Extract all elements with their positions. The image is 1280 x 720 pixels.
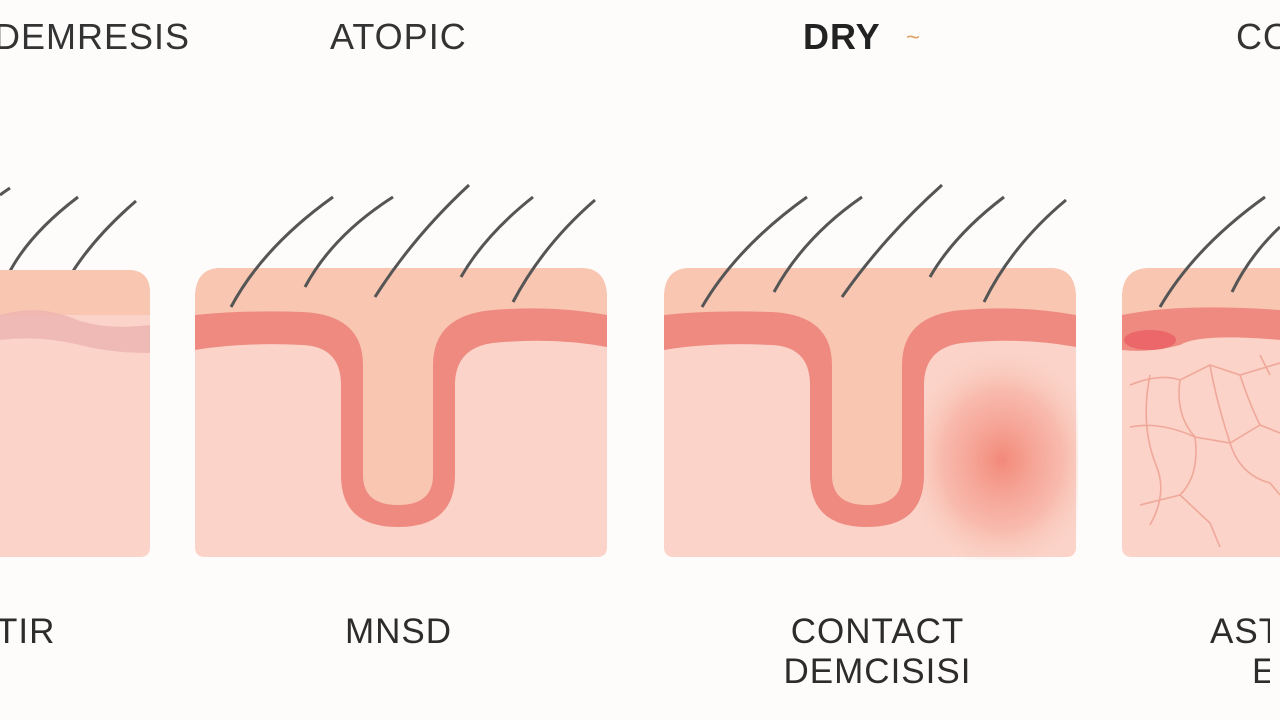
epidermis-band xyxy=(195,308,607,527)
panel-2-caption-line1: MNSD xyxy=(345,612,453,651)
skin-top-layer xyxy=(664,268,1076,505)
panel-1-caption: TIR xyxy=(0,612,55,652)
panel-2-caption: MNSD xyxy=(345,612,452,652)
panel-3-title: DRY xyxy=(803,16,881,57)
panel-1-title: DEMRESIS xyxy=(0,16,191,57)
panel-3-caption-line2: DEMCISISI xyxy=(783,652,972,692)
panel-4-caption: AST EX xyxy=(1210,612,1270,693)
panel-3-caption: CONTACT DEMCISISI xyxy=(770,612,985,693)
inflammation-spot xyxy=(1124,330,1176,350)
skin-panel-1 xyxy=(0,186,150,557)
panel-3-caption-line1: CONTACT xyxy=(790,612,965,651)
panel-4-title: CO xyxy=(1236,16,1280,57)
inflammation-spot xyxy=(902,345,1078,560)
hair-strands xyxy=(700,183,1067,308)
crack-lines xyxy=(1129,354,1280,548)
skin-panel-4 xyxy=(1122,195,1280,557)
skin-top-layer xyxy=(195,268,607,505)
panel-1-caption-line1: TIR xyxy=(0,612,56,651)
skin-panel-3 xyxy=(664,183,1078,560)
squiggle-icon: ~ xyxy=(906,24,921,51)
epidermis-band xyxy=(0,310,150,353)
epidermis-band xyxy=(664,308,1076,527)
skin-top-layer xyxy=(0,270,150,315)
skin-panel-2 xyxy=(195,183,607,557)
hair-strands xyxy=(229,183,596,308)
hair-strands xyxy=(1158,195,1280,308)
panel-4-caption-line2: EX xyxy=(1252,652,1270,692)
panel-2-title: ATOPIC xyxy=(330,16,467,57)
panel-4-caption-line1: AST xyxy=(1210,612,1270,651)
